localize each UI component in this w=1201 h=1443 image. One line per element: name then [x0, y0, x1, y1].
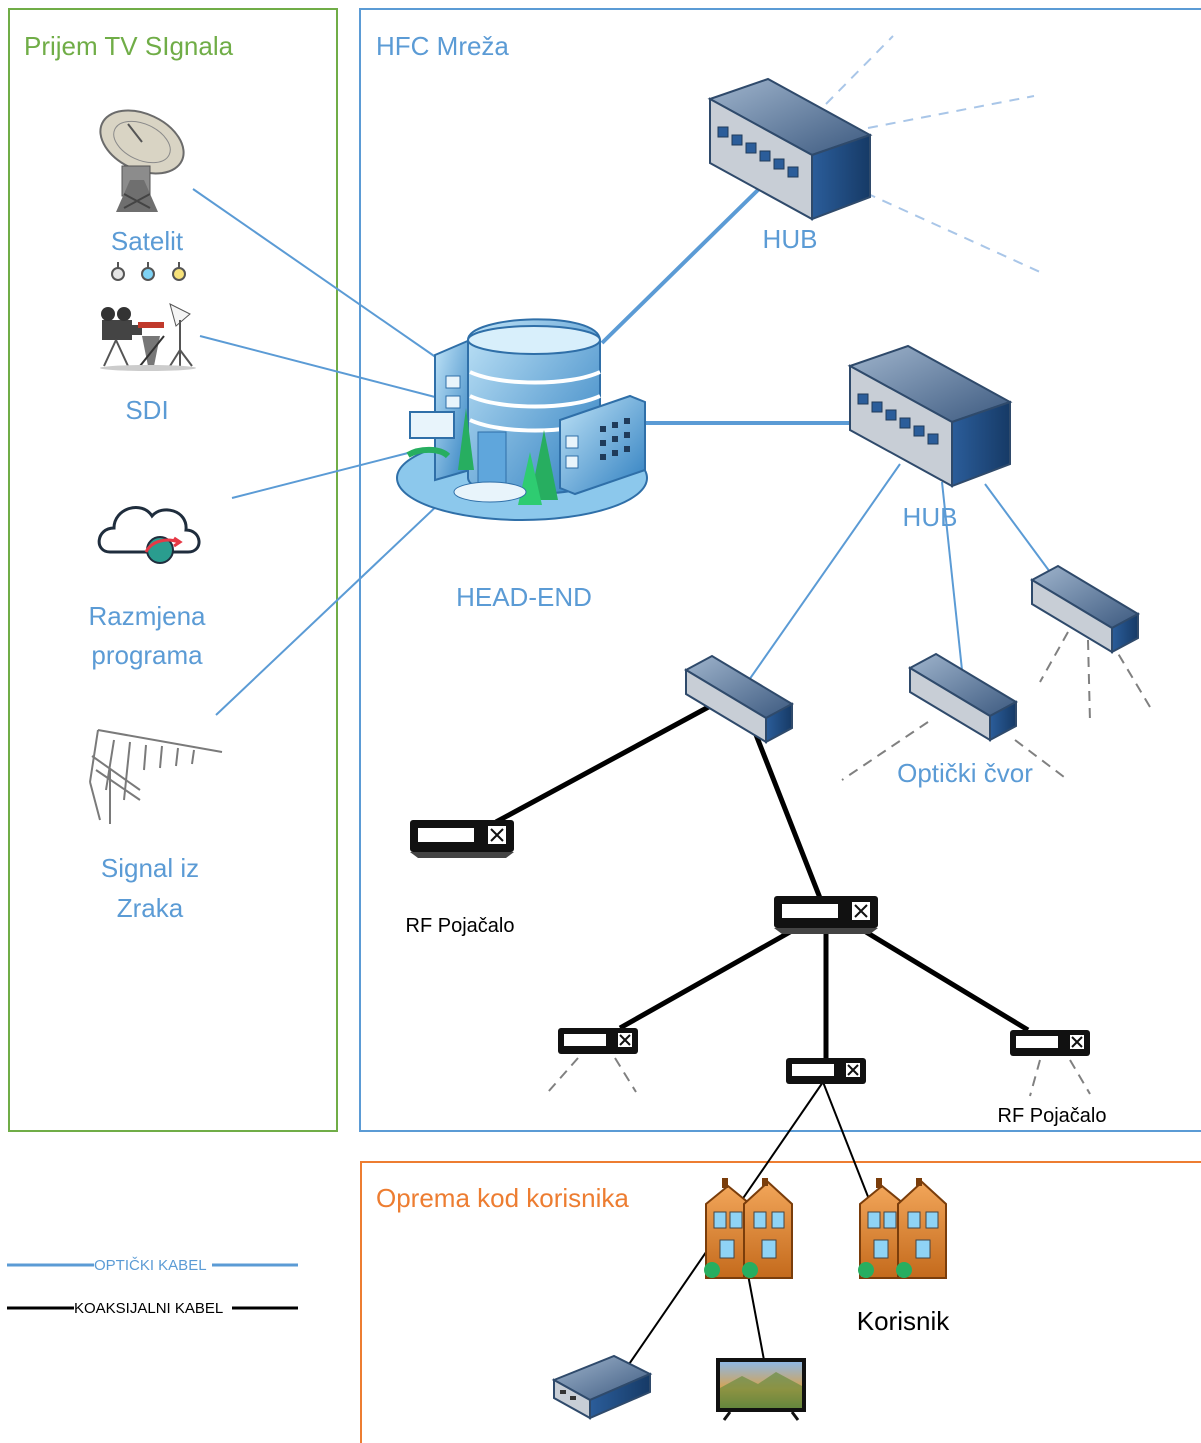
- rf-amplifier-left-label: RF Pojačalo: [406, 915, 515, 937]
- fiber-link-hub-node-left: [748, 463, 901, 681]
- reception-panel: [8, 8, 338, 1132]
- amp-c-dash-2: [1069, 1059, 1091, 1095]
- fiber-link-sdi: [199, 335, 436, 398]
- rf-amplifier-c-icon: [1010, 1030, 1090, 1056]
- air-label-line1: Signal iz: [101, 853, 199, 883]
- hfc-panel: [359, 8, 1201, 1132]
- hub-top-icon: [707, 77, 873, 221]
- amp-a-dash-2: [614, 1057, 637, 1093]
- fiber-link-satellite: [192, 188, 438, 359]
- node-right-dash-3: [1109, 639, 1154, 713]
- hub-top-dashed-2: [867, 95, 1035, 129]
- headend-building-icon: [396, 318, 648, 521]
- amp-c-dash-1: [1029, 1059, 1041, 1097]
- optical-node-right-icon: [1029, 564, 1141, 654]
- user-panel: [360, 1161, 1201, 1443]
- houses-left-icon: [704, 1178, 793, 1279]
- coax-amp-amp-c: [864, 929, 1030, 1033]
- hub-top-label: HUB: [763, 224, 818, 254]
- rf-amplifier-a-icon: [558, 1028, 638, 1054]
- rf-amplifier-b-icon: [786, 1058, 866, 1084]
- node-mid-dash-1: [841, 721, 929, 781]
- tv-antenna-icon: [89, 729, 223, 824]
- legend-fiber-label: OPTIČKI KABEL: [94, 1257, 207, 1274]
- optical-node-left-icon: [683, 654, 795, 744]
- fiber-link-air: [215, 500, 443, 716]
- headend-label: HEAD-END: [456, 582, 592, 612]
- exchange-label-line1: Razmjena: [88, 601, 206, 631]
- air-label-line2: Zraka: [117, 893, 184, 923]
- tv-icon: [716, 1358, 806, 1421]
- set-top-box-icon: [551, 1354, 653, 1420]
- hub-top-dashed-1: [825, 35, 894, 105]
- satellite-dish-icon: [99, 109, 185, 212]
- legend-coax-label: KOAKSIJALNI KABEL: [74, 1300, 223, 1317]
- hub-mid-label: HUB: [903, 502, 958, 532]
- coax-node-amp-center: [748, 721, 823, 899]
- sdi-label: SDI: [125, 395, 168, 425]
- user-label: Korisnik: [857, 1306, 950, 1336]
- rf-amplifier-left-icon: [410, 820, 514, 858]
- hfc-panel-title: HFC Mreža: [376, 31, 509, 61]
- node-right-dash-2: [1087, 639, 1091, 723]
- hub-top-dashed-3: [865, 192, 1041, 273]
- houses-right-icon: [858, 1178, 947, 1279]
- amp-a-dash-1: [547, 1057, 579, 1093]
- fiber-link-exchange: [231, 452, 409, 499]
- stage-lights-icon: [111, 262, 186, 281]
- rf-amplifier-right-label: RF Pojačalo: [998, 1105, 1107, 1127]
- hub-mid-icon: [847, 344, 1013, 488]
- fiber-link-hub-node-mid: [941, 481, 963, 671]
- cloud-exchange-icon: [97, 506, 201, 564]
- exchange-label-line2: programa: [91, 640, 203, 670]
- node-mid-dash-2: [1014, 739, 1069, 781]
- fiber-link-hub-node-right: [984, 483, 1051, 573]
- legend: OPTIČKI KABEL KOAKSIJALNI KABEL: [7, 1257, 298, 1317]
- reception-panel-title: Prijem TV SIgnala: [24, 31, 234, 61]
- coax-amp-amp-a: [618, 929, 792, 1031]
- studio-camera-icon: [100, 303, 196, 371]
- optical-node-label: Optički čvor: [897, 758, 1033, 788]
- user-panel-title: Oprema kod korisnika: [376, 1183, 629, 1213]
- coax-node-amp-left: [494, 701, 716, 825]
- fiber-link-headend-hub-top: [600, 183, 765, 345]
- node-right-dash-1: [1039, 631, 1069, 683]
- optical-node-mid-icon: [907, 652, 1019, 742]
- rf-amplifier-center-icon: [774, 896, 878, 934]
- satelite-label: Satelit: [111, 226, 184, 256]
